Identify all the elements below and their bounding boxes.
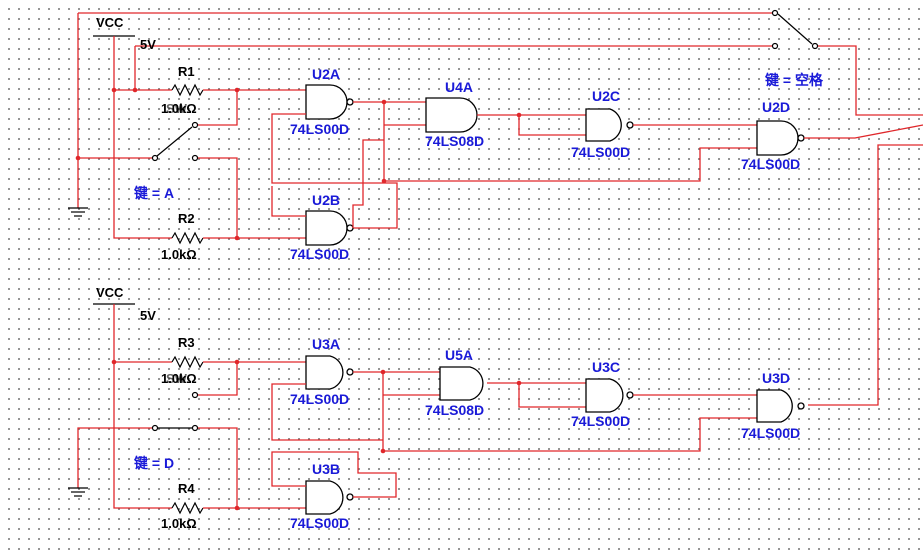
u3b-name: U3B: [312, 461, 340, 477]
volt-label: 5V: [140, 37, 156, 52]
gate-u2c[interactable]: U2C 74LS00D: [571, 88, 634, 160]
u2d-part: 74LS00D: [741, 156, 800, 172]
key-d-label: 键 = D: [133, 455, 174, 471]
sw-overlap-label: SW: [166, 101, 188, 116]
u2b-name: U2B: [312, 192, 340, 208]
r4-name: R4: [178, 481, 195, 496]
vcc-label: VCC: [96, 15, 124, 30]
ground-icon: [68, 207, 88, 217]
u3a-name: U3A: [312, 336, 340, 352]
resistor-r4: R4 1.0kΩ: [161, 481, 204, 531]
switch-d[interactable]: 键 = D: [77, 424, 238, 509]
vcc-symbol-lower: VCC 5V: [93, 285, 156, 362]
u2a-name: U2A: [312, 66, 340, 82]
u4a-name: U4A: [445, 79, 473, 95]
r3-name: R3: [178, 335, 195, 350]
u5a-name: U5A: [445, 347, 473, 363]
gate-u2d[interactable]: U2D 74LS00D: [741, 99, 805, 172]
r3-value: 1.0kΩ: [161, 371, 197, 386]
space-switch[interactable]: [77, 9, 923, 159]
u2b-part: 74LS00D: [290, 246, 349, 262]
u3c-name: U3C: [592, 359, 620, 375]
ground-icon-lower: [68, 487, 88, 497]
volt-label-lower: 5V: [140, 308, 156, 323]
vcc-symbol: VCC 5V: [93, 15, 156, 90]
switch-a[interactable]: 键 = A: [78, 121, 238, 239]
gate-u3c[interactable]: U3C 74LS00D: [571, 359, 634, 429]
u3b-part: 74LS00D: [290, 515, 349, 531]
vcc-label-lower: VCC: [96, 285, 124, 300]
lower-block: VCC 5V R3 1.0kΩ SW 键 = D R4: [68, 285, 805, 531]
r2-value: 1.0kΩ: [161, 247, 197, 262]
u4a-part: 74LS08D: [425, 133, 484, 149]
gate-u4a[interactable]: U4A 74LS08D: [384, 79, 484, 149]
gate-u5a[interactable]: U5A 74LS08D: [425, 347, 484, 418]
r4-value: 1.0kΩ: [161, 516, 197, 531]
r1-name: R1: [178, 64, 195, 79]
u5a-part: 74LS08D: [425, 402, 484, 418]
u3c-part: 74LS00D: [571, 413, 630, 429]
r2-name: R2: [178, 211, 195, 226]
u3d-part: 74LS00D: [741, 425, 800, 441]
u3a-part: 74LS00D: [290, 391, 349, 407]
resistor-r1: R1 1.0kΩ SW: [161, 64, 204, 116]
gate-u3b[interactable]: U3B 74LS00D: [290, 461, 354, 531]
u2c-part: 74LS00D: [571, 144, 630, 160]
gate-u2a[interactable]: U2A 74LS00D: [290, 66, 354, 137]
u2a-part: 74LS00D: [290, 121, 349, 137]
upper-block: VCC 5V R1 1.0kΩ SW 键 = A: [68, 15, 923, 262]
sw-overlap-label-lower: SW: [166, 371, 188, 386]
resistor-r2: R2 1.0kΩ: [161, 211, 204, 262]
key-a-label: 键 = A: [133, 185, 174, 201]
u3d-name: U3D: [762, 370, 790, 386]
gate-u2b[interactable]: U2B 74LS00D: [290, 192, 354, 262]
gate-u3d[interactable]: U3D 74LS00D: [741, 370, 805, 441]
u2d-name: U2D: [762, 99, 790, 115]
u2c-name: U2C: [592, 88, 620, 104]
r1-value: 1.0kΩ: [161, 101, 197, 116]
gate-u3a[interactable]: U3A 74LS00D: [290, 336, 354, 407]
space-key-label: 键 = 空格: [764, 72, 824, 88]
resistor-r3: R3 1.0kΩ SW: [161, 335, 204, 386]
